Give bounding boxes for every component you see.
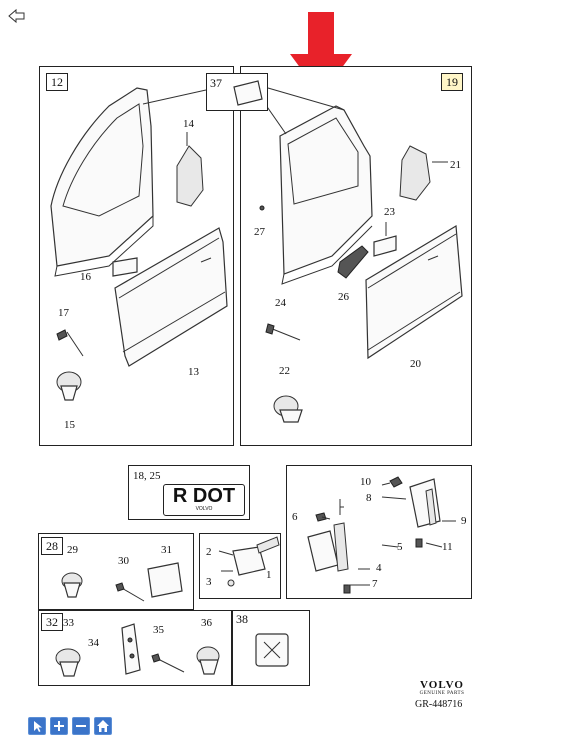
callout-24: 24 (275, 297, 286, 309)
callout-29: 29 (67, 544, 78, 556)
callout-20: 20 (410, 358, 421, 370)
zoom-in-icon (54, 721, 64, 731)
rear-badge: R DOT VOLVO (163, 484, 245, 516)
zoom-out-icon (76, 725, 86, 727)
callout-21: 21 (450, 159, 461, 171)
back-arrow-icon[interactable] (8, 8, 26, 24)
label-panel-38-tag: 38 (236, 612, 248, 626)
diagram-reference: GR-448716 (415, 699, 463, 710)
callout-7: 7 (372, 578, 378, 590)
callout-1: 1 (266, 569, 272, 581)
rear-door-tag: 19 (441, 73, 463, 91)
callout-5: 5 (397, 541, 403, 553)
callout-27: 27 (254, 226, 265, 238)
callout-35: 35 (153, 624, 164, 636)
volvo-logo: VOLVO GENUINE PARTS (414, 679, 470, 696)
callout-13: 13 (188, 366, 199, 378)
badge-tag: 18, 25 (133, 470, 161, 482)
trim-panel-37-tag: 37 (210, 76, 222, 90)
callout-23: 23 (384, 206, 395, 218)
callout-30: 30 (118, 555, 129, 567)
callout-14: 14 (183, 118, 194, 130)
callout-3: 3 (206, 576, 212, 588)
callout-16: 16 (80, 271, 91, 283)
badge-small-text: VOLVO (195, 506, 213, 512)
callout-9: 9 (461, 515, 467, 527)
trim-panel-37-drawing (233, 80, 263, 106)
front-door-drawing (50, 87, 228, 401)
callout-17: 17 (58, 307, 69, 319)
callout-33: 33 (63, 617, 74, 629)
callout-31: 31 (161, 544, 172, 556)
callout-4: 4 (376, 562, 382, 574)
callout-6: 6 (292, 511, 298, 523)
callout-15: 15 (64, 419, 75, 431)
cursor-button[interactable] (28, 717, 46, 735)
callout-22: 22 (279, 365, 290, 377)
clips-panel-32-tag: 32 (41, 613, 63, 631)
rear-door-drawing (253, 87, 463, 423)
callout-26: 26 (338, 291, 349, 303)
home-button[interactable] (94, 717, 112, 735)
callout-2: 2 (206, 546, 212, 558)
clips-panel-28-tag: 28 (41, 537, 63, 555)
clips-panel-32-drawing (55, 623, 220, 677)
clips-panel-28-drawing (61, 562, 183, 602)
callout-10: 10 (360, 476, 371, 488)
callout-8: 8 (366, 492, 372, 504)
zoom-in-button[interactable] (50, 717, 68, 735)
check-strap-drawing (218, 536, 280, 587)
front-door-tag: 12 (46, 73, 68, 91)
callout-34: 34 (88, 637, 99, 649)
badge-text: R DOT (172, 485, 236, 507)
callout-36: 36 (201, 617, 212, 629)
label-38-drawing (255, 633, 289, 667)
brand-name: VOLVO (420, 679, 464, 691)
brand-tagline: GENUINE PARTS (419, 691, 465, 696)
home-icon (97, 720, 109, 732)
callout-11: 11 (442, 541, 453, 553)
hinges-panel[interactable] (286, 465, 472, 599)
cursor-icon (34, 721, 42, 732)
hinges-drawing (307, 476, 456, 594)
zoom-out-button[interactable] (72, 717, 90, 735)
